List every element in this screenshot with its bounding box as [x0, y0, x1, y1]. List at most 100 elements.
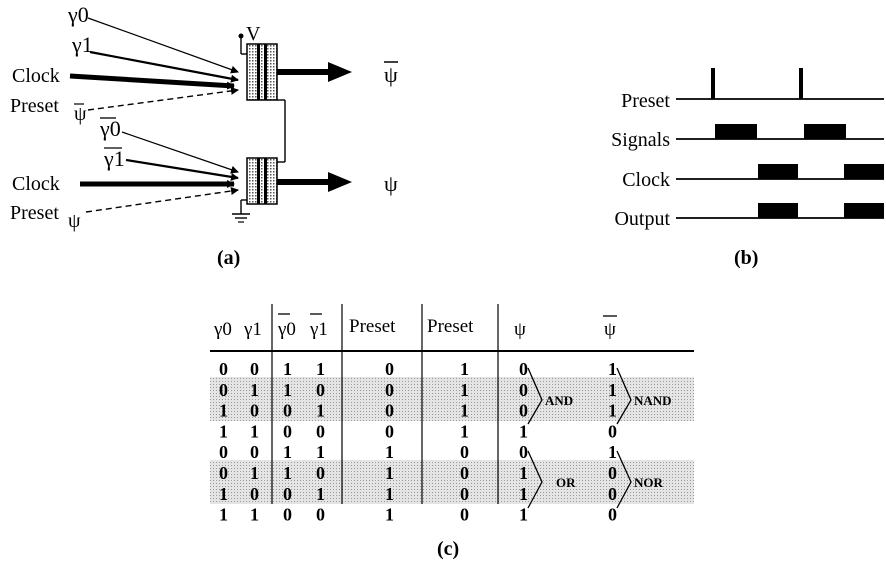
truth-table-cell: 1	[519, 505, 528, 525]
truth-table-cell: 1	[608, 380, 617, 400]
truth-table-cell: 1	[519, 463, 528, 483]
truth-table-cell: 1	[219, 505, 228, 525]
panel-a-caption: (a)	[217, 247, 240, 269]
header-gamma1-bar: γ1	[309, 319, 328, 340]
gate-label-and: AND	[545, 393, 573, 408]
truth-table-cell: 0	[519, 442, 528, 462]
panel-a: γ0 γ1 Clock Preset ψ V ψ γ0	[10, 2, 398, 269]
truth-table-cell: 1	[460, 359, 469, 379]
signals-pulse	[804, 124, 846, 139]
bottom-gamma1-label: γ1	[103, 146, 125, 171]
truth-table-cell: 1	[608, 359, 617, 379]
truth-table-cell: 1	[219, 421, 228, 441]
bottom-preset-subscript: ψ	[68, 210, 81, 232]
truth-table-cell: 0	[519, 380, 528, 400]
truth-table-cell: 1	[385, 505, 394, 525]
gate-label-or: OR	[556, 475, 576, 490]
truth-table-cell: 1	[283, 359, 292, 379]
output-pulse	[844, 203, 884, 218]
v-label: V	[246, 23, 261, 45]
truth-table-cell: 1	[385, 442, 394, 462]
bottom-gamma0-label: γ0	[99, 116, 121, 141]
timing-label-output: Output	[614, 208, 670, 230]
panel-b: Preset Signals Clock Output (b)	[611, 68, 884, 269]
preset-pulse	[799, 68, 803, 99]
truth-table-cell: 0	[385, 359, 394, 379]
shaded-band-or	[210, 460, 694, 504]
top-preset-subscript: ψ	[74, 103, 87, 125]
truth-table-cell: 0	[283, 401, 292, 421]
truth-table-cell: 1	[250, 380, 259, 400]
truth-table-cell: 0	[283, 421, 292, 441]
header-gamma0-bar: γ0	[277, 319, 296, 340]
truth-table-cell: 0	[385, 401, 394, 421]
truth-table-cell: 0	[460, 463, 469, 483]
gate-label-nor: NOR	[634, 475, 664, 490]
truth-table-cell: 1	[250, 463, 259, 483]
timing-label-preset: Preset	[621, 90, 670, 112]
truth-table-cell: 1	[219, 401, 228, 421]
header-gamma0: γ0	[213, 319, 232, 340]
gate-label-nand: NAND	[634, 393, 672, 408]
top-clock-line	[69, 73, 235, 90]
truth-table-cell: 0	[219, 442, 228, 462]
shaded-band-and	[210, 377, 694, 421]
truth-table-cell: 1	[608, 401, 617, 421]
truth-table-cell: 1	[608, 442, 617, 462]
bottom-output-label: ψ	[384, 171, 398, 196]
truth-table-cell: 0	[316, 380, 325, 400]
truth-table-cell: 1	[316, 484, 325, 504]
bottom-clock-label: Clock	[12, 173, 60, 195]
header-psi-bar: ψ	[604, 319, 616, 340]
top-device	[246, 43, 278, 101]
top-clock-label: Clock	[12, 65, 60, 87]
header-preset-psibar: Preset	[427, 316, 474, 337]
signals-pulse	[715, 124, 757, 139]
truth-table-cell: 0	[385, 380, 394, 400]
bottom-output-arrow	[328, 172, 352, 192]
top-gamma1-label: γ1	[71, 32, 93, 57]
truth-table-cell: 1	[283, 442, 292, 462]
bottom-preset-label: Preset	[10, 202, 59, 224]
truth-table-cell: 0	[608, 505, 617, 525]
truth-table-cell: 1	[519, 484, 528, 504]
truth-table-cell: 1	[283, 380, 292, 400]
bottom-gamma1-line	[125, 158, 239, 181]
truth-table-cell: 1	[460, 380, 469, 400]
header-gamma1: γ1	[243, 319, 262, 340]
clock-pulse	[758, 164, 798, 179]
truth-table-cell: 0	[250, 442, 259, 462]
truth-table-cell: 0	[316, 463, 325, 483]
top-output-label: ψ	[384, 62, 398, 87]
timing-label-signals: Signals	[611, 129, 670, 151]
timing-label-clock: Clock	[622, 169, 670, 191]
bottom-device	[246, 157, 278, 205]
truth-table-cell: 0	[385, 421, 394, 441]
truth-table-cell: 1	[385, 484, 394, 504]
truth-table-cell: 0	[460, 442, 469, 462]
top-gamma0-line	[87, 17, 239, 74]
clock-pulse	[844, 164, 884, 179]
truth-table-cell: 0	[316, 421, 325, 441]
truth-table-cell: 0	[316, 505, 325, 525]
truth-table-cell: 1	[316, 442, 325, 462]
truth-table-cell: 1	[460, 421, 469, 441]
truth-table-cell: 1	[316, 359, 325, 379]
truth-table-cell: 0	[608, 463, 617, 483]
header-psi: ψ	[514, 319, 526, 340]
truth-table-cell: 0	[283, 484, 292, 504]
truth-table-cell: 0	[219, 359, 228, 379]
bottom-gamma0-line	[121, 131, 239, 174]
header-preset-psi: Preset	[349, 316, 396, 337]
truth-table-cell: 0	[250, 484, 259, 504]
panel-c-caption: (c)	[437, 538, 459, 560]
truth-table-cell: 0	[608, 484, 617, 504]
truth-table-cell: 1	[460, 401, 469, 421]
bottom-preset-line	[85, 187, 239, 213]
truth-table-cell: 0	[460, 505, 469, 525]
preset-pulse	[711, 68, 715, 99]
truth-table-cell: 0	[219, 463, 228, 483]
